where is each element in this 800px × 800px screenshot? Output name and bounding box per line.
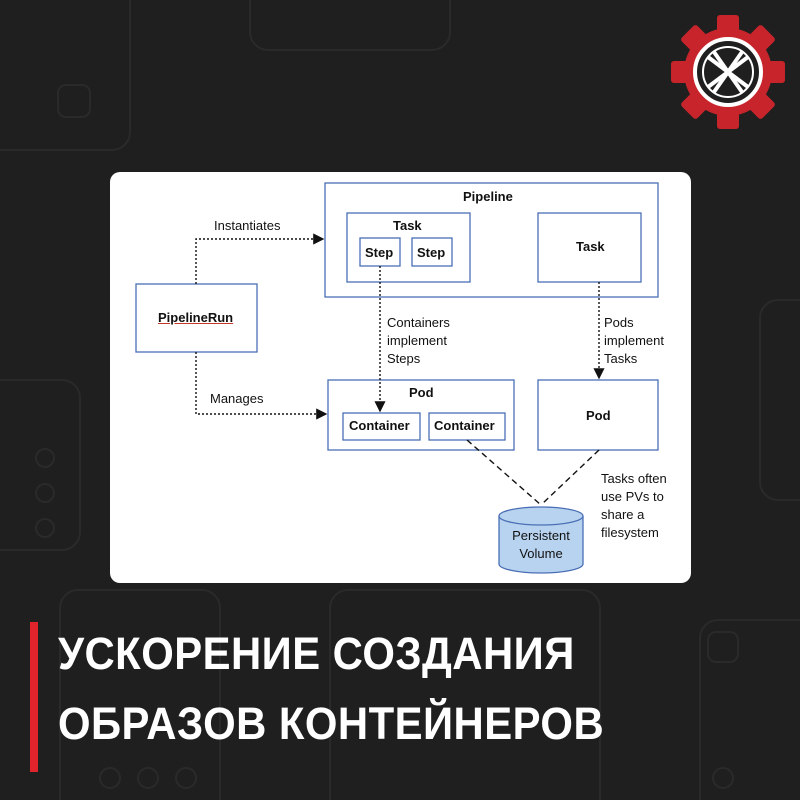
pv-note: Tasks often use PVs to share a filesyste… — [601, 470, 667, 542]
pipelinerun-label: PipelineRun — [158, 310, 234, 325]
pv-label-line: Volume — [519, 546, 563, 561]
pv-label-line: Persistent — [512, 528, 570, 543]
containers-note-line: Containers — [387, 315, 450, 330]
task-right-title: Task — [576, 239, 605, 254]
pipeline-title: Pipeline — [463, 189, 513, 204]
container-to-pv-line — [466, 439, 542, 506]
pods-note-line: Pods — [604, 315, 634, 330]
pod-right-box — [537, 379, 659, 451]
pod-left-title: Pod — [409, 385, 434, 400]
instantiates-arrow — [195, 233, 325, 284]
containers-note-line: Steps — [387, 351, 421, 366]
gear-logo-icon — [671, 15, 785, 129]
pv-note-line: Tasks often — [601, 471, 667, 486]
step-2-label: Step — [417, 245, 446, 260]
title-line-2: ОБРАЗОВ КОНТЕЙНЕРОВ — [58, 698, 605, 749]
task-right-box — [537, 212, 642, 283]
step-2-box — [411, 237, 453, 267]
pv-note-line: filesystem — [601, 525, 659, 540]
pod-right-title: Pod — [586, 408, 611, 423]
instantiates-label: Instantiates — [214, 218, 281, 233]
pods-note: Pods implement Tasks — [604, 314, 664, 368]
persistent-volume-label: Persistent Volume — [499, 527, 583, 563]
container-2-box — [428, 412, 506, 441]
pipelinerun-box — [135, 283, 258, 353]
pods-note-line: implement — [604, 333, 664, 348]
diagram-lines — [135, 182, 659, 574]
pod-to-pv-line — [540, 449, 600, 506]
title-accent-bar — [30, 622, 38, 772]
step-1-label: Step — [365, 245, 394, 260]
containers-note-line: implement — [387, 333, 447, 348]
pods-note-line: Tasks — [604, 351, 638, 366]
pv-note-line: use PVs to — [601, 489, 664, 504]
title-line-1: УСКОРЕНИЕ СОЗДАНИЯ — [58, 628, 575, 679]
container-1-box — [342, 412, 421, 441]
pv-note-line: share a — [601, 507, 645, 522]
task-left-title: Task — [393, 218, 422, 233]
diagram-card: Pipeline Task Step Step Task PipelineRun… — [110, 172, 691, 583]
container-1-label: Container — [349, 418, 410, 433]
persistent-volume-cylinder — [498, 506, 584, 574]
manages-label: Manages — [210, 391, 264, 406]
container-2-label: Container — [434, 418, 495, 433]
containers-note: Containers implement Steps — [387, 314, 450, 368]
manages-arrow — [195, 352, 328, 420]
